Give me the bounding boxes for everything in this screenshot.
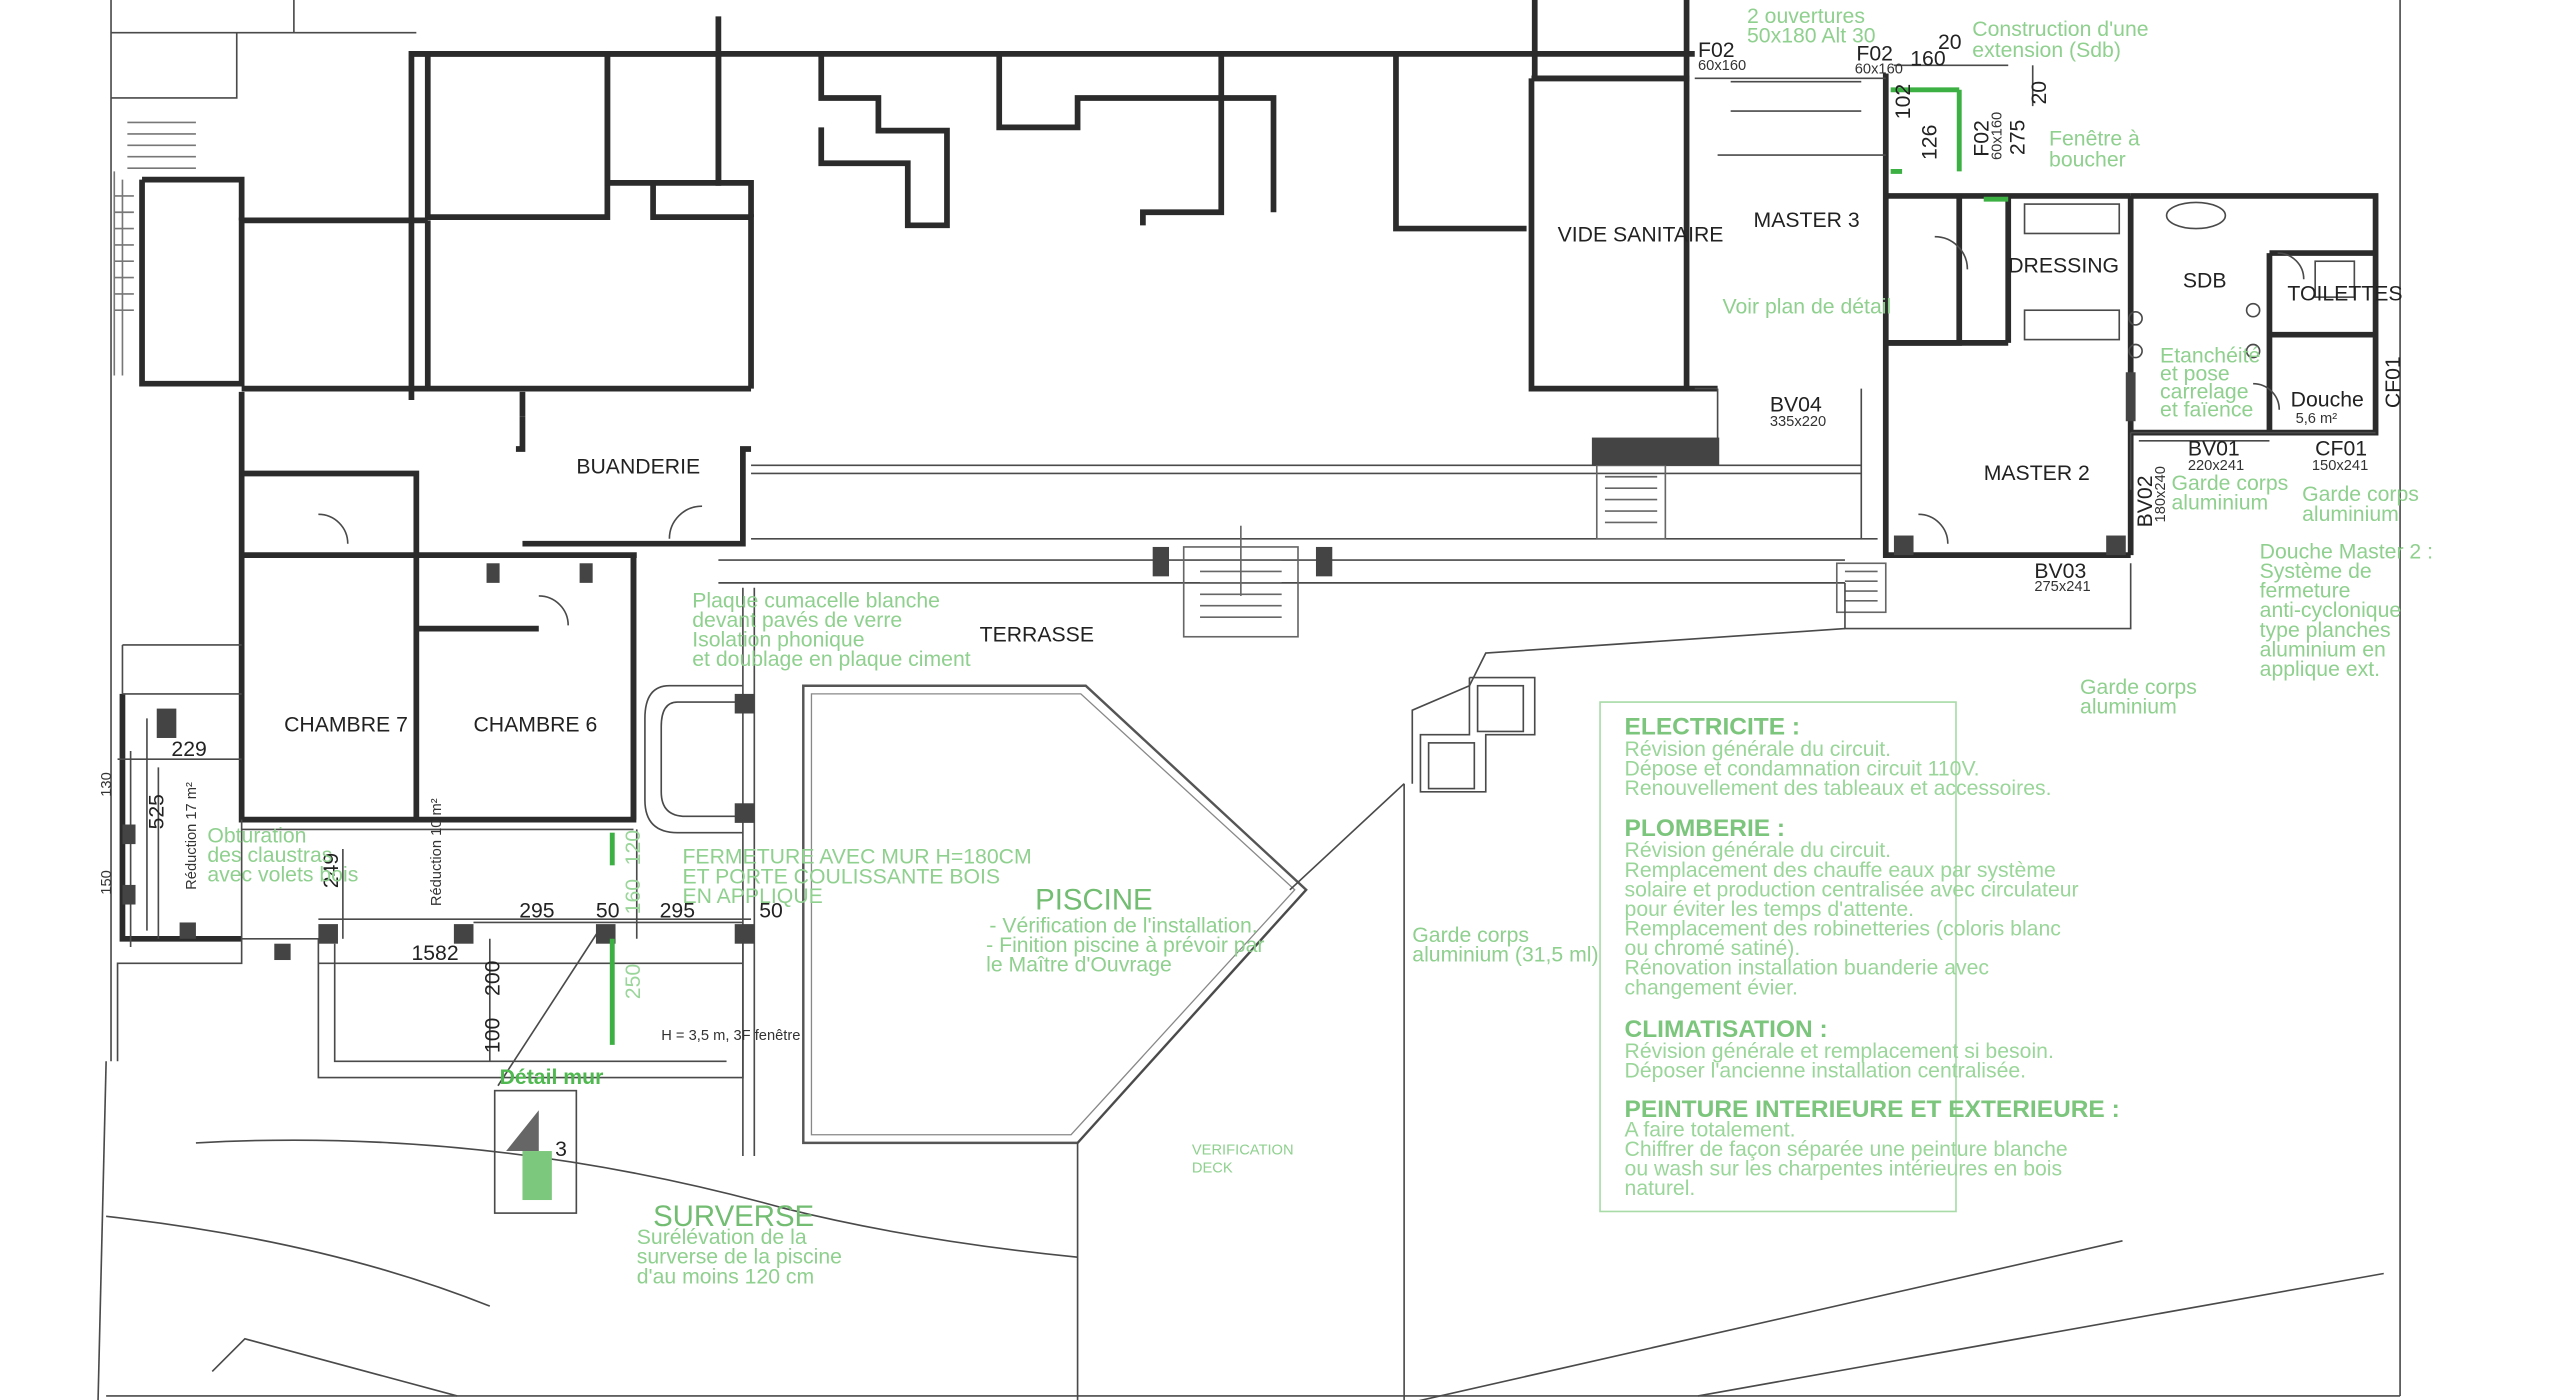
opening-f02-b-size: 60x160 bbox=[1855, 61, 1903, 77]
room-chambre6: CHAMBRE 6 bbox=[473, 713, 597, 736]
dim-160: 160 bbox=[1910, 47, 1945, 70]
note-obturation: Obturation des claustras avec volets boi… bbox=[207, 824, 358, 886]
room-vide-sanitaire: VIDE SANITAIRE bbox=[1558, 224, 1724, 247]
surverse-title: SURVERSE bbox=[653, 1200, 814, 1233]
dim-130: 130 bbox=[99, 772, 115, 797]
dim-3: 3 bbox=[555, 1138, 567, 1161]
spec-climatisation-lines: Révision générale et remplacement si bes… bbox=[1625, 1040, 2060, 1083]
opening-f02-a-size: 60x160 bbox=[1698, 58, 1746, 74]
opening-cf01-side: CF01 bbox=[2382, 356, 2405, 408]
detail-mur-shape bbox=[506, 1110, 539, 1152]
dim-50a: 50 bbox=[596, 900, 620, 923]
dim-126: 126 bbox=[1918, 125, 1941, 160]
opening-f02-c-size: 60x160 bbox=[1990, 112, 2006, 160]
opening-bv01: BV01 bbox=[2188, 438, 2240, 461]
spec-peinture-lines: A faire totalement. Chiffrer de façon sé… bbox=[1625, 1118, 2074, 1200]
dim-160v: 160 bbox=[622, 879, 645, 914]
note-detail-mur: Détail mur bbox=[500, 1066, 604, 1089]
dim-229: 229 bbox=[171, 738, 206, 761]
dim-295b: 295 bbox=[660, 900, 695, 923]
spec-electricite-title: ELECTRICITE : bbox=[1625, 714, 1800, 741]
note-douche-master: Douche Master 2 : Système de fermeture a… bbox=[2260, 540, 2439, 681]
spec-plomberie-lines: Révision générale du circuit. Remplaceme… bbox=[1625, 839, 2085, 999]
dim-249: 249 bbox=[320, 853, 343, 888]
piscine-title: PISCINE bbox=[1035, 883, 1153, 916]
dim-150: 150 bbox=[99, 870, 115, 895]
note-fermeture: FERMETURE AVEC MUR H=180CM ET PORTE COUL… bbox=[682, 846, 1037, 908]
dim-295a: 295 bbox=[519, 900, 554, 923]
dim-50b: 50 bbox=[759, 900, 783, 923]
spec-electricite-lines: Révision générale du circuit. Dépose et … bbox=[1625, 738, 2052, 800]
room-sdb: SDB bbox=[2183, 269, 2227, 292]
dim-250: 250 bbox=[622, 964, 645, 999]
opening-bv01-size: 220x241 bbox=[2188, 458, 2244, 474]
note-plaque: Plaque cumacelle blanche devant pavés de… bbox=[692, 589, 971, 671]
opening-bv03: BV03 bbox=[2034, 560, 2086, 583]
surverse-notes: Surélévation de la surverse de la piscin… bbox=[637, 1226, 848, 1288]
room-master2: MASTER 2 bbox=[1984, 462, 2090, 485]
dim-120: 120 bbox=[622, 830, 645, 865]
note-garde-corps-2: Garde corps aluminium bbox=[2302, 483, 2425, 526]
note-top-openings: 2 ouvertures 50x180 Alt 30 bbox=[1747, 5, 1876, 48]
room-buanderie: BUANDERIE bbox=[576, 455, 700, 478]
room-chambre7: CHAMBRE 7 bbox=[284, 713, 408, 736]
note-garde-corps-3: Garde corps aluminium bbox=[2080, 676, 2203, 719]
opening-bv04-size: 335x220 bbox=[1770, 414, 1826, 430]
note-fenetre-boucher: Fenêtre à boucher bbox=[2049, 127, 2146, 171]
dim-20b: 20 bbox=[2028, 81, 2051, 105]
note-verification-deck: VERIFICATION DECK bbox=[1192, 1142, 1298, 1176]
dim-1582: 1582 bbox=[411, 942, 458, 965]
dim-525: 525 bbox=[145, 794, 168, 829]
spec-plomberie-title: PLOMBERIE : bbox=[1625, 815, 1786, 842]
opening-f02-b: F02 bbox=[1856, 42, 1893, 65]
opening-bv02-size: 180x240 bbox=[2153, 466, 2169, 522]
note-voir-plan: Voir plan de détail bbox=[1722, 295, 1891, 318]
note-etancheite: Etanchéité et pose carrelage et faïence bbox=[2160, 344, 2266, 421]
walls bbox=[119, 0, 2379, 942]
dim-100: 100 bbox=[482, 1018, 505, 1053]
dim-102: 102 bbox=[1892, 84, 1915, 119]
room-terrasse: TERRASSE bbox=[980, 624, 1094, 647]
room-master3: MASTER 3 bbox=[1754, 209, 1860, 232]
opening-f02-c: F02 bbox=[1971, 120, 1994, 157]
spec-box: ELECTRICITE : Révision générale du circu… bbox=[1599, 701, 2120, 1213]
opening-bv04: BV04 bbox=[1770, 393, 1822, 416]
opening-bv02: BV02 bbox=[2134, 475, 2157, 527]
note-reduction: Réduction 17 m² bbox=[184, 782, 200, 890]
room-douche: Douche bbox=[2291, 389, 2364, 412]
thin-lines bbox=[97, 0, 2401, 1400]
piscine-notes: - Vérification de l'installation. - Fini… bbox=[986, 914, 1270, 976]
note-garde-corps-4: Garde corps aluminium (31,5 ml) bbox=[1412, 924, 1598, 967]
note-extension: Construction d'une extension (Sdb) bbox=[1972, 18, 2154, 62]
dim-20a: 20 bbox=[1938, 31, 1962, 54]
opening-bv03-size: 275x241 bbox=[2034, 579, 2090, 595]
room-dressing: DRESSING bbox=[2008, 255, 2119, 278]
opening-f02-a: F02 bbox=[1698, 39, 1735, 62]
opening-cf01-size: 150x241 bbox=[2312, 458, 2368, 474]
spec-peinture-title: PEINTURE INTERIEURE ET EXTERIEURE : bbox=[1625, 1096, 2120, 1123]
new-works bbox=[609, 87, 2009, 1045]
dim-200: 200 bbox=[482, 961, 505, 996]
room-toilettes: TOILETTES bbox=[2287, 282, 2402, 305]
note-wall: H = 3,5 m, 3F fenêtre bbox=[661, 1028, 800, 1044]
spec-climatisation-title: CLIMATISATION : bbox=[1625, 1016, 1828, 1043]
opening-cf01: CF01 bbox=[2315, 438, 2367, 461]
detail-mur-green bbox=[522, 1151, 552, 1201]
note-garde-corps-1: Garde corps aluminium bbox=[2171, 472, 2294, 515]
columns bbox=[122, 372, 2136, 961]
room-douche-area: 5,6 m² bbox=[2296, 411, 2338, 427]
dim-275: 275 bbox=[2007, 120, 2030, 155]
note-reduction-b: Réduction 10 m² bbox=[429, 798, 445, 906]
